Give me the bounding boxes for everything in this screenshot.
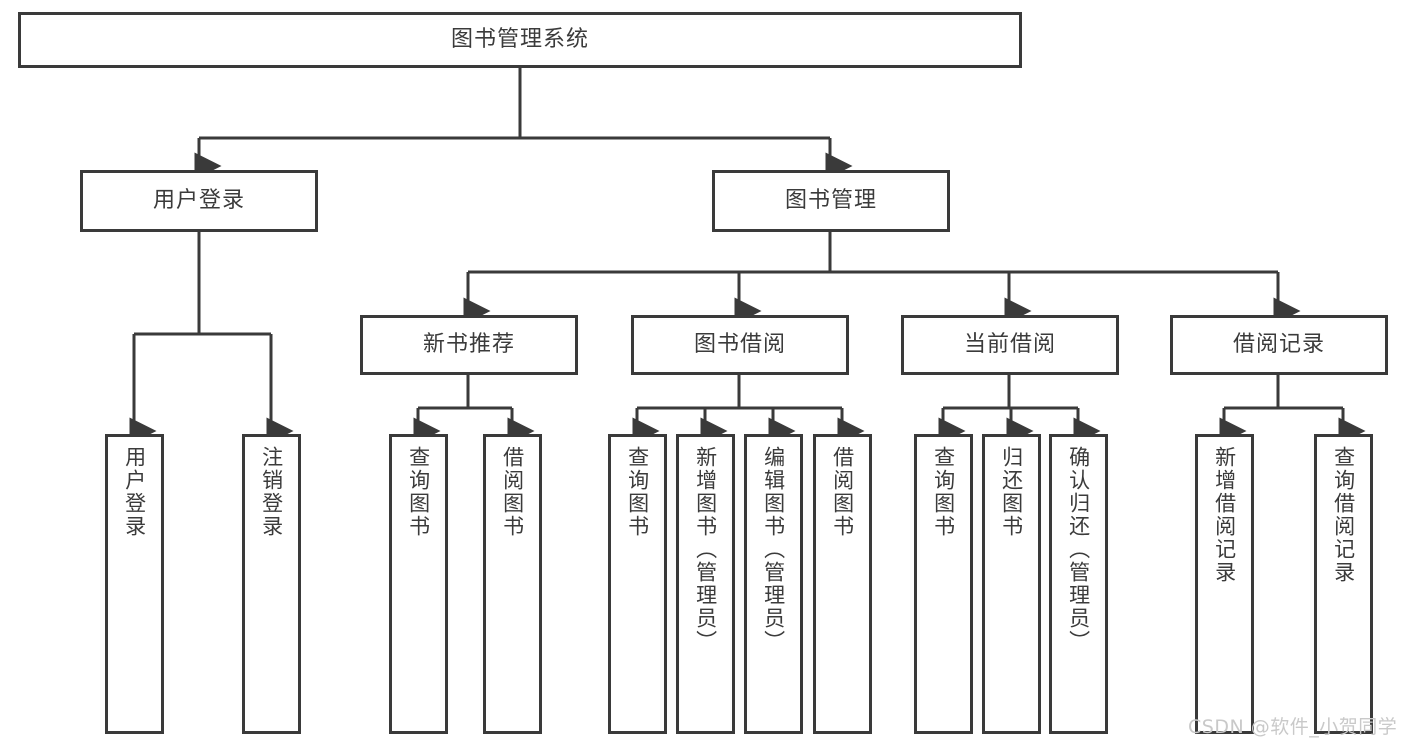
leaf-borrow-edit-book[interactable]: 编辑图书（管理员）	[744, 434, 803, 734]
leaf-borrow-query-book[interactable]: 查询图书	[608, 434, 667, 734]
node-label: 查询图书	[931, 446, 956, 538]
watermark-credit: CSDN @软件_小贺同学	[1188, 716, 1398, 738]
node-label: 当前借阅	[963, 331, 1056, 357]
node-label: 图书管理	[784, 187, 877, 213]
node-label: 注销登录	[259, 446, 284, 538]
leaf-borrow-add-book[interactable]: 新增图书（管理员）	[676, 434, 735, 734]
leaf-user-login[interactable]: 用户登录	[105, 434, 164, 734]
node-label: 借阅记录	[1232, 331, 1325, 357]
leaf-new-book-borrow[interactable]: 借阅图书	[483, 434, 542, 734]
leaf-new-book-query[interactable]: 查询图书	[389, 434, 448, 734]
node-borrow-record[interactable]: 借阅记录	[1170, 315, 1388, 375]
node-user-login[interactable]: 用户登录	[80, 170, 318, 232]
node-label: 确认归还（管理员）	[1066, 446, 1091, 653]
node-book-borrow[interactable]: 图书借阅	[631, 315, 849, 375]
leaf-current-confirm-return[interactable]: 确认归还（管理员）	[1049, 434, 1108, 734]
node-current-borrow[interactable]: 当前借阅	[901, 315, 1119, 375]
node-label: 借阅图书	[500, 446, 525, 538]
node-label: 查询图书	[406, 446, 431, 538]
node-label: 归还图书	[999, 446, 1024, 538]
leaf-logout[interactable]: 注销登录	[242, 434, 301, 734]
node-label: 借阅图书	[830, 446, 855, 538]
node-label: 新增图书（管理员）	[693, 446, 718, 653]
node-label: 编辑图书（管理员）	[761, 446, 786, 653]
node-label: 图书借阅	[693, 331, 786, 357]
node-label: 新书推荐	[422, 331, 515, 357]
node-new-book-recommend[interactable]: 新书推荐	[360, 315, 578, 375]
leaf-record-query[interactable]: 查询借阅记录	[1314, 434, 1373, 734]
node-label: 新增借阅记录	[1212, 446, 1237, 584]
leaf-borrow-lend-book[interactable]: 借阅图书	[813, 434, 872, 734]
node-label: 用户登录	[152, 187, 245, 213]
node-label: 查询借阅记录	[1331, 446, 1356, 584]
node-label: 查询图书	[625, 446, 650, 538]
node-root-system[interactable]: 图书管理系统	[18, 12, 1022, 68]
leaf-current-return-book[interactable]: 归还图书	[982, 434, 1041, 734]
leaf-current-query-book[interactable]: 查询图书	[914, 434, 973, 734]
leaf-record-add[interactable]: 新增借阅记录	[1195, 434, 1254, 734]
node-label: 用户登录	[122, 446, 147, 538]
node-book-management[interactable]: 图书管理	[712, 170, 950, 232]
node-label: 图书管理系统	[450, 26, 589, 52]
